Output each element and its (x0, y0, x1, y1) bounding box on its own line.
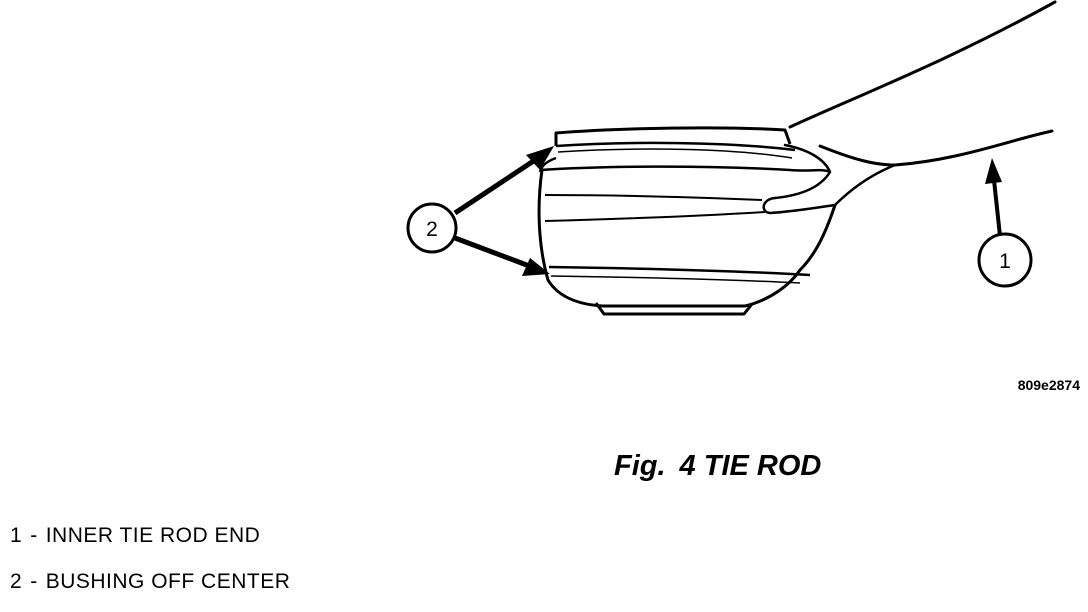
arrowhead-lower (522, 258, 550, 276)
tie-rod-housing (537, 169, 837, 308)
legend-separator: - (30, 570, 38, 593)
figure-title: TIE ROD (703, 450, 822, 482)
bushing-bottom-lip (548, 265, 811, 277)
callout-2-arrow-upper (453, 155, 540, 216)
legend-item: 1-INNER TIE ROD END (10, 520, 290, 566)
tie-rod-neck (773, 143, 897, 207)
tie-rod-arm (788, 0, 1057, 167)
housing-groove (762, 196, 836, 215)
legend-number: 1 (10, 524, 23, 547)
callout-1: 1 (977, 232, 1033, 288)
bushing-top-lip (554, 126, 792, 146)
figure-number: 4 (679, 450, 696, 482)
legend-text: INNER TIE ROD END (45, 524, 261, 547)
figure-label: Fig. (614, 450, 666, 482)
figure-caption: Fig. 4 TIE ROD (614, 450, 821, 483)
callout-2: 2 (406, 202, 458, 254)
arrowhead-1 (985, 158, 1002, 184)
legend-item: 2-BUSHING OFF CENTER (10, 566, 290, 612)
legend-text: BUSHING OFF CENTER (45, 570, 291, 593)
legend: 1-INNER TIE ROD END 2-BUSHING OFF CENTER (10, 520, 290, 612)
drawing-id: 809e2874 (1017, 377, 1080, 393)
tie-rod-illustration: 2 1 (406, 0, 1057, 316)
legend-number: 2 (10, 570, 23, 593)
legend-separator: - (30, 524, 38, 547)
callout-2-number: 2 (426, 218, 438, 241)
callout-1-arrow (992, 179, 1002, 237)
arrowhead-upper (526, 146, 554, 170)
housing-base (594, 302, 754, 316)
callout-2-arrow-lower (454, 235, 533, 270)
callout-1-number: 1 (999, 250, 1011, 273)
